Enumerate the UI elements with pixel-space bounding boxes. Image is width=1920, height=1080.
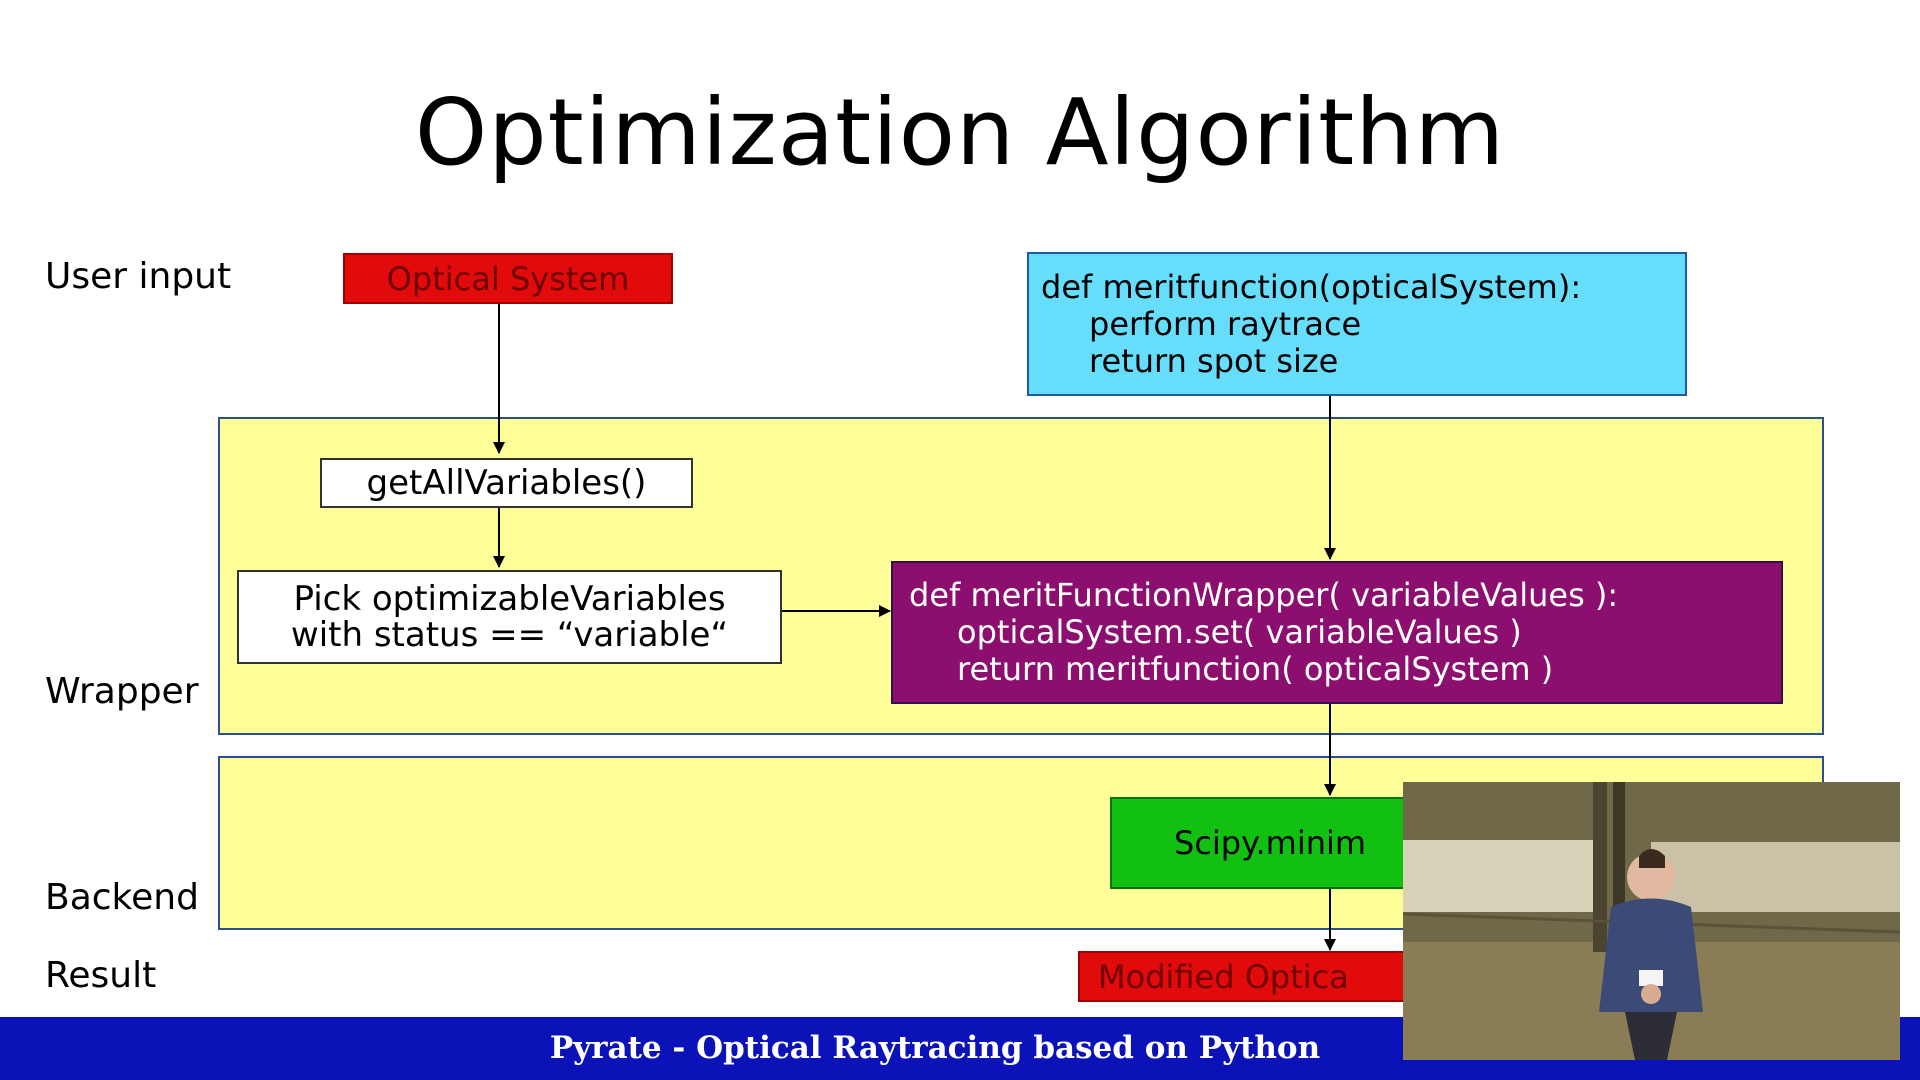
modified-system-box: Modified Optica xyxy=(1078,951,1408,1002)
footer-text: Pyrate - Optical Raytracing based on Pyt… xyxy=(549,1030,1321,1066)
merit-function-line-3: return spot size xyxy=(1089,341,1339,380)
merit-wrapper-line-3: return meritfunction( opticalSystem ) xyxy=(957,650,1554,688)
pick-variables-box: Pick optimizableVariables with status ==… xyxy=(237,570,782,664)
pick-variables-line-2: with status == “variable“ xyxy=(290,615,729,655)
get-all-variables-label: getAllVariables() xyxy=(366,463,647,503)
speaker-video-frame xyxy=(1403,782,1900,1060)
scipy-label: Scipy.minim xyxy=(1174,824,1367,862)
get-all-variables-box: getAllVariables() xyxy=(320,458,693,508)
slide-title: Optimization Algorithm xyxy=(414,79,1506,186)
merit-function-line-1: def meritfunction(opticalSystem): xyxy=(1041,267,1582,306)
row-label-wrapper: Wrapper xyxy=(45,671,199,712)
merit-wrapper-line-1: def meritFunctionWrapper( variableValues… xyxy=(909,576,1619,614)
merit-wrapper-box: def meritFunctionWrapper( variableValues… xyxy=(891,561,1783,704)
merit-wrapper-line-2: opticalSystem.set( variableValues ) xyxy=(957,613,1522,651)
merit-function-line-2: perform raytrace xyxy=(1089,304,1362,343)
optical-system-label: Optical System xyxy=(386,259,630,298)
merit-function-box: def meritfunction(opticalSystem): perfor… xyxy=(1027,252,1687,396)
row-label-user-input: User input xyxy=(45,256,232,297)
speaker-video xyxy=(1403,782,1900,1060)
modified-system-label: Modified Optica xyxy=(1098,957,1349,996)
row-label-backend: Backend xyxy=(45,877,199,918)
pick-variables-line-1: Pick optimizableVariables xyxy=(293,579,726,619)
scipy-box: Scipy.minim xyxy=(1110,797,1410,889)
row-label-result: Result xyxy=(45,955,157,996)
optical-system-box: Optical System xyxy=(343,253,673,304)
